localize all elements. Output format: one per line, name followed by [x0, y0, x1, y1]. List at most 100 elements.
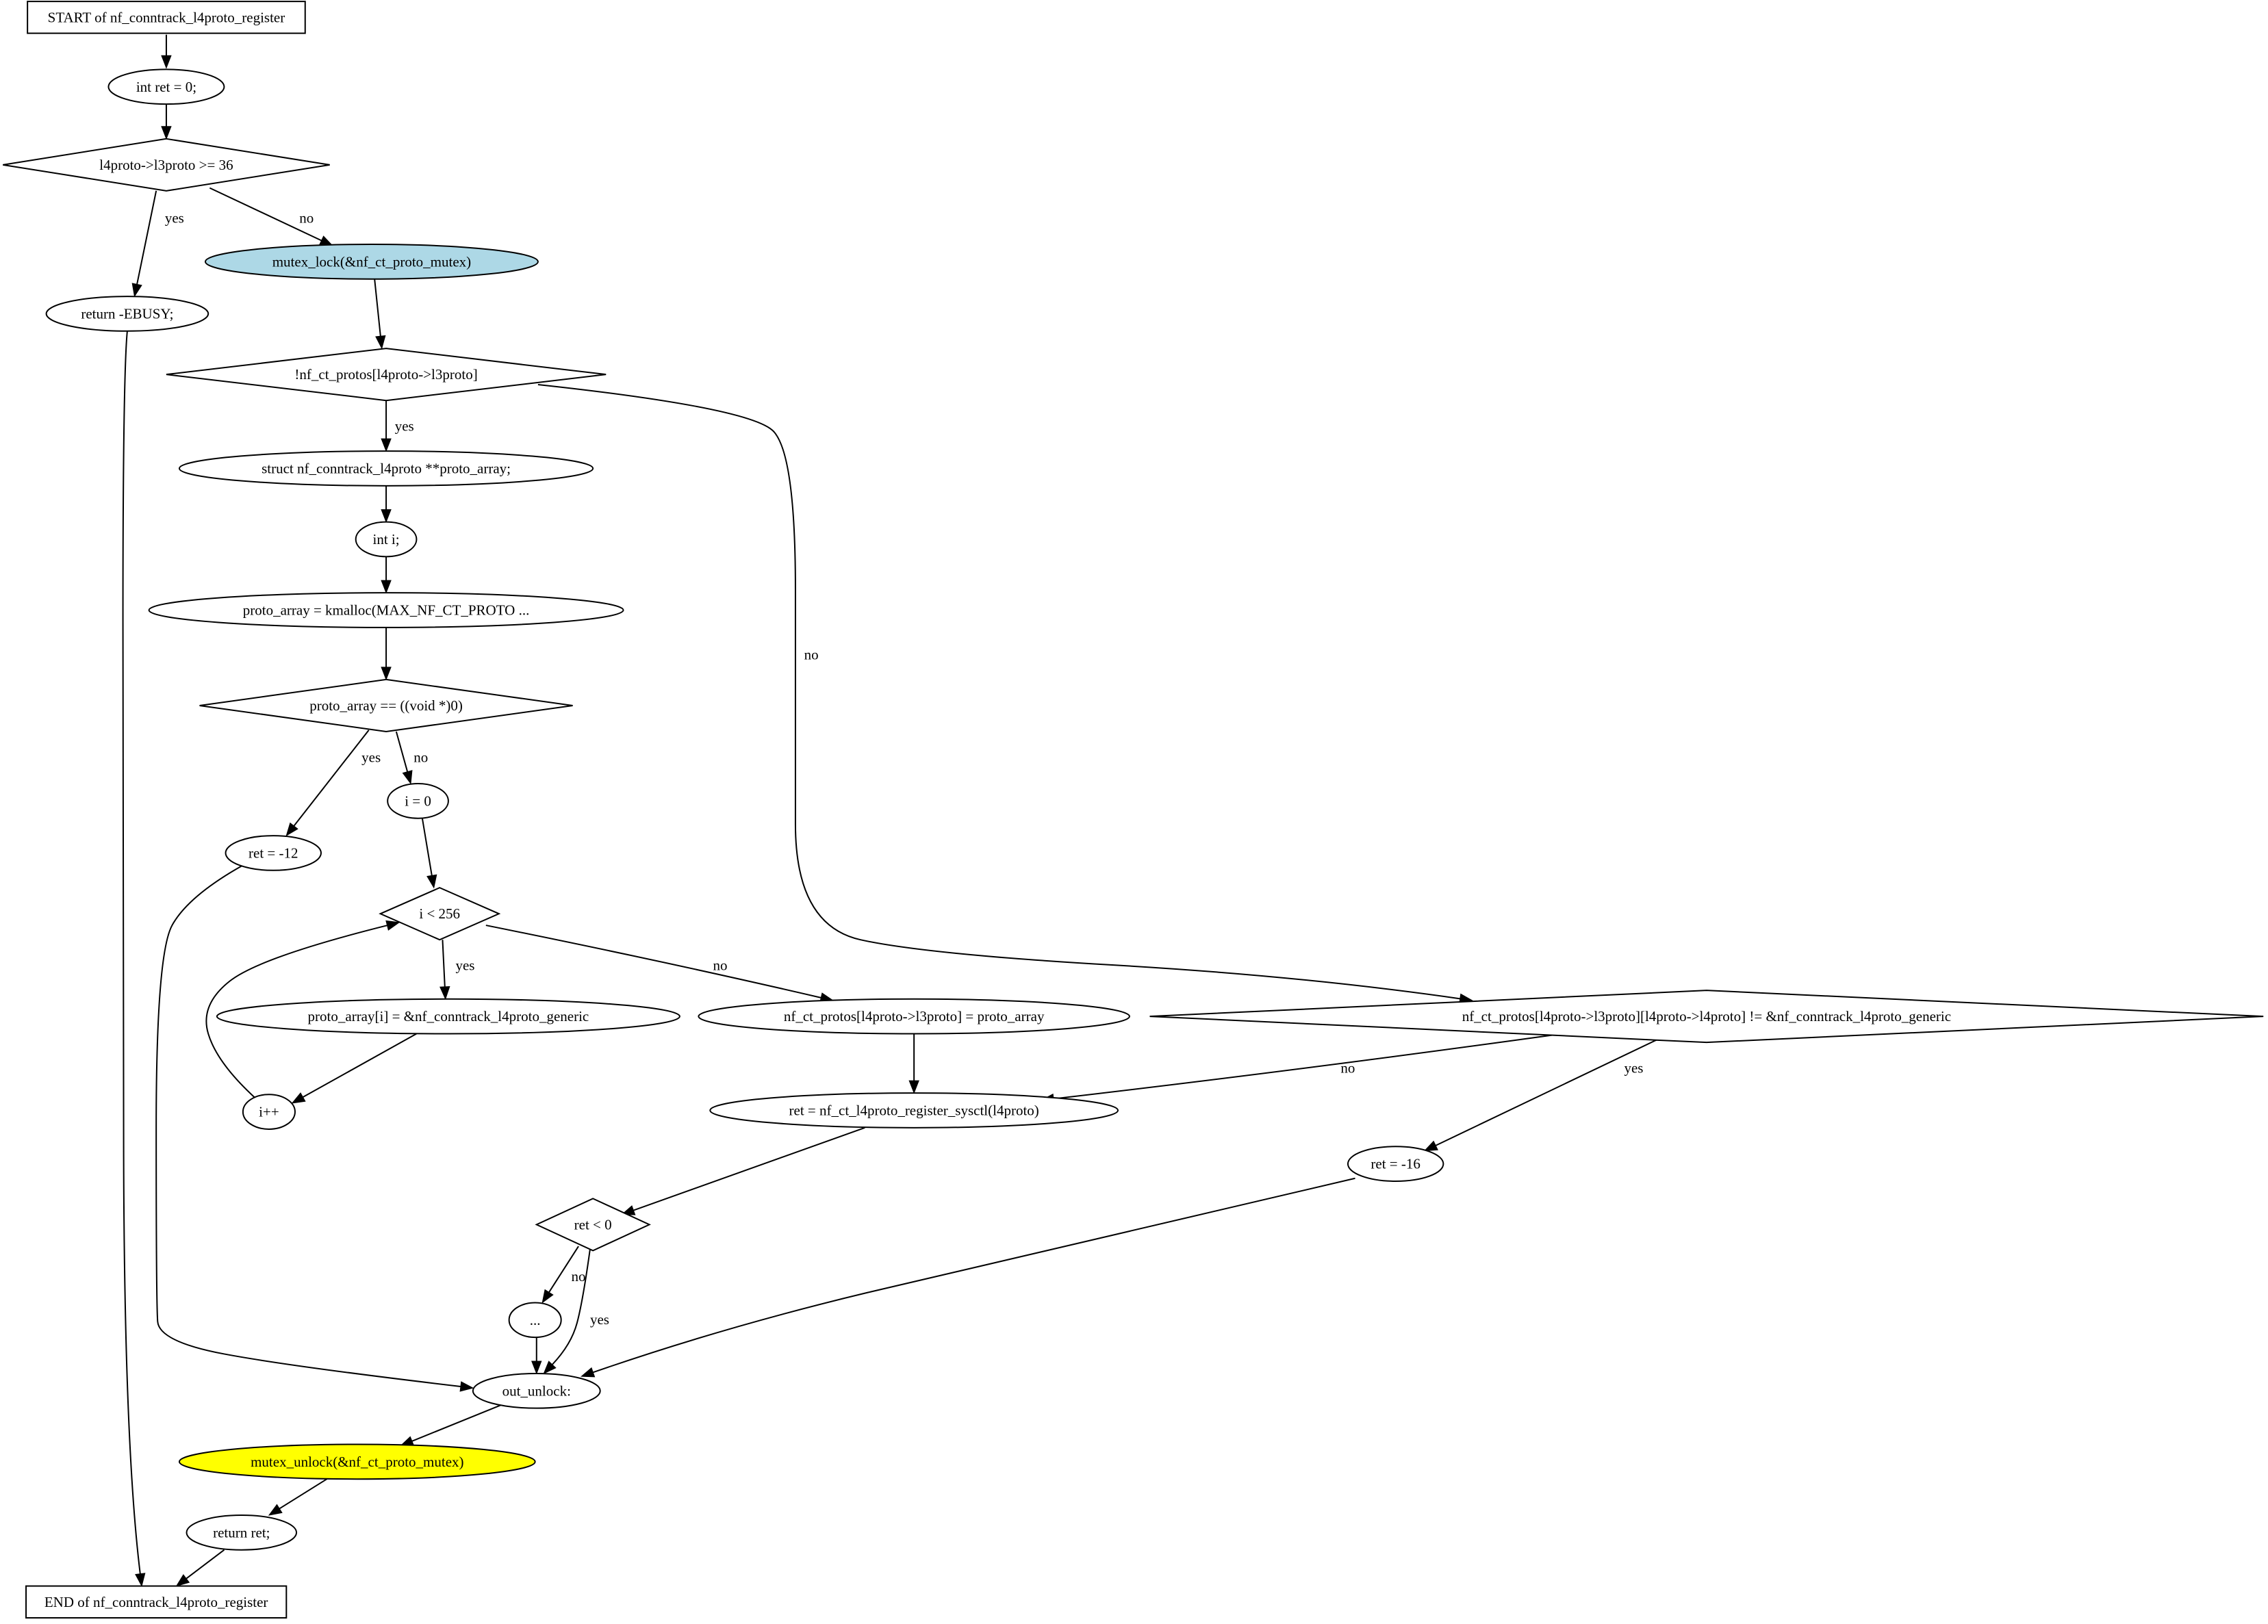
edge-line [136, 190, 157, 285]
arrow-head [385, 920, 400, 931]
node-cond-not-generic: nf_ct_protos[l4proto->l3proto][l4proto->… [1149, 990, 2264, 1044]
edge-ellipsis-to-out-unlock [531, 1337, 542, 1375]
edge-ret-minus-16-to-out-unlock [580, 1177, 1355, 1378]
edge-label: yes [455, 957, 474, 974]
arrow-head [285, 822, 298, 837]
edge-cond-l3proto-to-return-ebusy: yes [131, 190, 184, 298]
edge-label: no [299, 209, 314, 226]
ellipse-shape [698, 998, 1130, 1035]
arrow-head [426, 874, 437, 889]
edge-line [302, 1033, 417, 1098]
ellipse-shape [225, 835, 322, 871]
node-label: l4proto->l3proto >= 36 [99, 157, 233, 173]
edge-cond-i-lt-256-to-assign-generic: yes [439, 940, 474, 1001]
node-start: START of nf_conntrack_l4proto_register [27, 1, 306, 34]
edge-decl-int-i-to-assign-kmalloc [381, 556, 392, 594]
node-label: int i; [373, 531, 400, 547]
ellipse-shape [216, 998, 680, 1035]
arrow-head [541, 1289, 554, 1304]
node-assign-generic: proto_array[i] = &nf_conntrack_l4proto_g… [216, 998, 680, 1035]
edge-return-ebusy-to-end [122, 331, 146, 1587]
arrow-head [175, 1574, 190, 1587]
diamond-shape [166, 348, 607, 402]
arrow-head [439, 985, 450, 1001]
edge-cond-proto-array-null-to-ret-minus-12: yes [285, 730, 381, 837]
edge-label: yes [361, 749, 381, 765]
node-label: i++ [259, 1104, 279, 1120]
edge-cond-i-lt-256-to-assign-protos: no [485, 925, 834, 1003]
edge-line [1053, 1034, 1552, 1100]
edge-assign-generic-to-i-increment [291, 1033, 417, 1104]
edge-i-increment-to-cond-i-lt-256 [205, 920, 400, 1098]
node-ret-register-sysctl: ret = nf_ct_l4proto_register_sysctl(l4pr… [709, 1092, 1119, 1129]
node-label: nf_ct_protos[l4proto->l3proto][l4proto->… [1462, 1008, 1951, 1024]
node-out-unlock: out_unlock: [472, 1372, 601, 1409]
ellipse-shape [355, 521, 418, 558]
edge-line [485, 925, 821, 998]
node-decl-proto-array: struct nf_conntrack_l4proto **proto_arra… [178, 450, 594, 487]
arrow-head [161, 126, 172, 140]
edge-label: yes [590, 1311, 609, 1328]
edge-cond-ret-lt-0-to-out-unlock: yes [543, 1249, 609, 1374]
box-shape [25, 1585, 288, 1619]
edge-line [592, 1177, 1355, 1374]
node-label: proto_array[i] = &nf_conntrack_l4proto_g… [308, 1008, 589, 1024]
ellipse-shape [178, 450, 594, 487]
edge-assign-kmalloc-to-cond-proto-array-null [381, 627, 392, 681]
edge-label: no [713, 957, 728, 974]
node-assign-kmalloc: proto_array = kmalloc(MAX_NF_CT_PROTO ..… [148, 592, 624, 628]
edge-cond-protos-null-to-cond-not-generic: no [537, 383, 1473, 1004]
arrow-head [375, 335, 386, 350]
node-cond-ret-lt-0: ret < 0 [535, 1198, 651, 1252]
edge-line [552, 1249, 591, 1365]
node-label: !nf_ct_protos[l4proto->l3proto] [294, 366, 477, 383]
ellipse-shape [242, 1094, 296, 1130]
arrow-head [531, 1361, 542, 1375]
node-label: ret < 0 [574, 1216, 612, 1233]
arrow-head [1423, 1140, 1438, 1152]
edge-line [122, 331, 141, 1574]
edge-int-ret-to-cond-l3proto [161, 104, 172, 140]
edge-line [279, 1478, 327, 1510]
edge-line [633, 1126, 865, 1211]
ellipse-shape [107, 68, 225, 105]
edge-line [186, 1549, 225, 1580]
arrow-head [580, 1367, 596, 1378]
node-label: ret = nf_ct_l4proto_register_sysctl(l4pr… [789, 1102, 1039, 1118]
node-label: ret = -12 [249, 845, 298, 861]
ellipse-shape [186, 1515, 298, 1551]
arrow-head [161, 55, 172, 69]
edge-cond-proto-array-null-to-assign-i-zero: no [395, 731, 428, 785]
diamond-shape [379, 887, 501, 941]
edge-label: no [413, 749, 428, 765]
edge-label: no [1340, 1060, 1355, 1077]
node-ellipsis: ... [508, 1302, 562, 1339]
arrow-head [459, 1381, 474, 1392]
ellipse-shape [45, 296, 209, 332]
node-label: nf_ct_protos[l4proto->l3proto] = proto_a… [784, 1008, 1045, 1024]
arrow-head [381, 580, 392, 594]
diamond-shape [199, 678, 573, 732]
node-cond-l3proto: l4proto->l3proto >= 36 [3, 138, 330, 192]
ellipse-shape [178, 1443, 536, 1480]
edge-label: no [571, 1268, 585, 1285]
edge-label: no [804, 646, 819, 662]
node-ret-minus-16: ret = -16 [1347, 1146, 1444, 1182]
node-ret-minus-12: ret = -12 [225, 835, 322, 871]
node-label: ... [530, 1312, 541, 1328]
node-mutex-lock: mutex_lock(&nf_ct_proto_mutex) [204, 244, 539, 280]
edge-mutex-lock-to-cond-protos-null [374, 279, 386, 350]
arrow-head [402, 770, 413, 785]
edge-line [548, 1246, 579, 1293]
edge-out-unlock-to-mutex-unlock [399, 1404, 501, 1447]
arrow-head [908, 1080, 919, 1094]
edge-line [411, 1404, 501, 1442]
edge-return-ret-to-end [175, 1549, 225, 1587]
node-assign-protos: nf_ct_protos[l4proto->l3proto] = proto_a… [698, 998, 1130, 1035]
arrow-head [291, 1092, 306, 1104]
edge-line [209, 187, 322, 242]
node-int-ret: int ret = 0; [107, 68, 225, 105]
box-shape [27, 1, 306, 34]
ellipse-shape [472, 1372, 601, 1409]
node-label: out_unlock: [502, 1382, 571, 1399]
